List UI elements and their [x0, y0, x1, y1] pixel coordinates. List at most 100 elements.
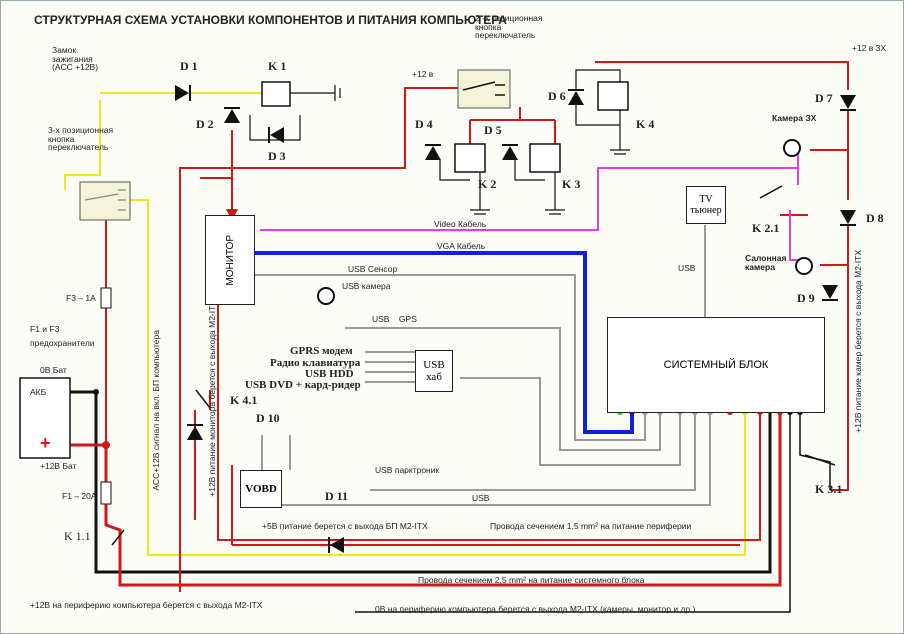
label-cabin-camera: Салонная камера — [745, 253, 787, 272]
power-wire-main — [62, 412, 782, 587]
ground-wire-periph — [355, 412, 791, 613]
label-battery: АКБ — [30, 387, 47, 397]
label-wire25: Провода сечением 2,5 mm² на питание сист… — [418, 575, 645, 585]
relay-k2-coil — [454, 143, 486, 173]
diode-d7 — [840, 95, 856, 111]
switch-3pos — [79, 181, 131, 221]
video-cable-cam — [789, 150, 810, 261]
label-usb-parktronic: USB парктроник — [375, 465, 440, 475]
label-k31: K 3.1 — [815, 482, 843, 496]
label-camera-3x: Камера ЗХ — [772, 113, 817, 123]
battery-plus-icon: + — [40, 433, 51, 453]
label-usb-tv: USB — [678, 263, 696, 273]
label-plus12v-3x: +12 в 3Х — [852, 43, 887, 53]
video-cable — [260, 167, 798, 231]
label-d5: D 5 — [484, 123, 502, 137]
relay-k1-coil — [261, 81, 291, 107]
label-vga-cable: VGA Кабель — [437, 241, 486, 251]
k4-power — [595, 61, 849, 491]
monitor-label: МОНИТОР — [224, 234, 236, 286]
camera-cabin — [795, 257, 813, 275]
hub-devices — [365, 351, 415, 383]
label-fuse-f3: F3 – 1A — [66, 293, 96, 303]
usb-hub-cable — [460, 377, 681, 466]
label-periph12: +12В на периферию компьютера берется с в… — [30, 600, 263, 610]
label-batt-12v: +12В Бат — [40, 461, 77, 471]
usb-sensor-cable — [255, 274, 646, 441]
label-k1: K 1 — [268, 59, 287, 73]
fuse-f3 — [100, 287, 112, 309]
diode-d1 — [175, 85, 191, 101]
label-k21: K 2.1 — [752, 221, 780, 235]
acc-signal-wire — [130, 199, 746, 556]
diode-d8 — [840, 210, 856, 226]
k31-wire — [799, 412, 831, 490]
fuse-f1 — [100, 481, 112, 505]
diode-d2 — [224, 107, 240, 123]
label-periph0: 0В на периферию компьютера берется с вых… — [375, 604, 696, 614]
battery — [19, 377, 71, 459]
power-wire-ignition — [64, 100, 101, 190]
label-radio-kb: Радио клавиатура — [270, 357, 361, 369]
cam-power — [780, 149, 848, 266]
label-ignition-lock: Замок зажигания (ACC +12В) — [52, 45, 99, 72]
diode-d4 — [425, 144, 441, 160]
label-k3: K 3 — [562, 177, 581, 191]
tv-tuner-box: TV тьюнер — [686, 186, 726, 224]
label-usb-camera: USB камера — [342, 281, 391, 291]
vga-cable — [255, 251, 634, 434]
five-v-power — [231, 465, 740, 546]
diode-d9 — [822, 285, 838, 301]
relay-k3-coil — [529, 143, 561, 173]
label-usb-sensor: USB Сенсор — [348, 264, 398, 274]
monitor-box: МОНИТОР — [205, 215, 255, 305]
diode-d6 — [568, 89, 584, 105]
usb-bottom-cable — [270, 412, 711, 506]
label-d11: D 11 — [325, 489, 349, 503]
label-d7: D 7 — [815, 91, 833, 105]
label-k11: K 1.1 — [64, 529, 91, 543]
vobd-box: VOBD — [240, 470, 282, 508]
label-d10: D 10 — [256, 411, 280, 425]
relay-k4-coil — [597, 81, 629, 111]
label-usb-bottom: USB — [472, 493, 490, 503]
usb-hub-box: USB хаб — [415, 350, 453, 392]
label-d6: D 6 — [548, 89, 566, 103]
label-switch-3pos: 3-х позиционная кнопка переключатель — [48, 125, 114, 152]
system-unit-box: СИСТЕМНЫЙ БЛОК — [607, 317, 825, 413]
k2k3-power — [469, 107, 556, 145]
label-wire15: Провода сечением 1,5 mm² на питание пери… — [490, 521, 692, 531]
switch-k31 — [804, 454, 836, 466]
label-d1: D 1 — [180, 59, 198, 73]
label-usb-gps: USB GPS — [372, 314, 417, 324]
label-usb-dvd: USB DVD + кард-ридер — [245, 379, 361, 391]
camera-3x — [783, 139, 801, 157]
diode-d3 — [268, 127, 284, 143]
ground-wire — [94, 392, 772, 574]
camera-usb — [317, 287, 335, 305]
label-cam-power: +12В питание камер берется с выхода M2-I… — [853, 250, 863, 433]
label-monitor-power: +12В питание монитора берется с выхода M… — [207, 300, 217, 497]
label-video-cable: Video Кабель — [434, 219, 487, 229]
label-k4: K 4 — [636, 117, 655, 131]
label-usb-hdd: USB HDD — [305, 368, 354, 380]
ground-symbols — [470, 149, 630, 215]
diode-d11 — [328, 537, 344, 553]
diagram-title: СТРУКТУРНАЯ СХЕМА УСТАНОВКИ КОМПОНЕНТОВ … — [34, 13, 507, 27]
label-k2: K 2 — [478, 177, 497, 191]
switch-k21 — [759, 185, 783, 199]
label-d8: D 8 — [866, 211, 884, 225]
label-gprs: GPRS модем — [290, 345, 353, 357]
label-switch-2pos: 2 -х позиционная кнопка переключатель — [475, 13, 543, 40]
label-d4: D 4 — [415, 117, 433, 131]
switch-k41 — [195, 389, 211, 409]
mon-periph-power — [217, 305, 761, 541]
label-k41: K 4.1 — [230, 393, 258, 407]
diode-d5 — [502, 144, 518, 160]
label-fuse-note: F1 и F3 предохранители — [30, 324, 95, 349]
label-plus5v: +5В питание берется с выхода БП M2-ITX — [262, 521, 428, 531]
diode-d10 — [187, 424, 203, 440]
usb-parktronic-cable — [370, 412, 696, 491]
